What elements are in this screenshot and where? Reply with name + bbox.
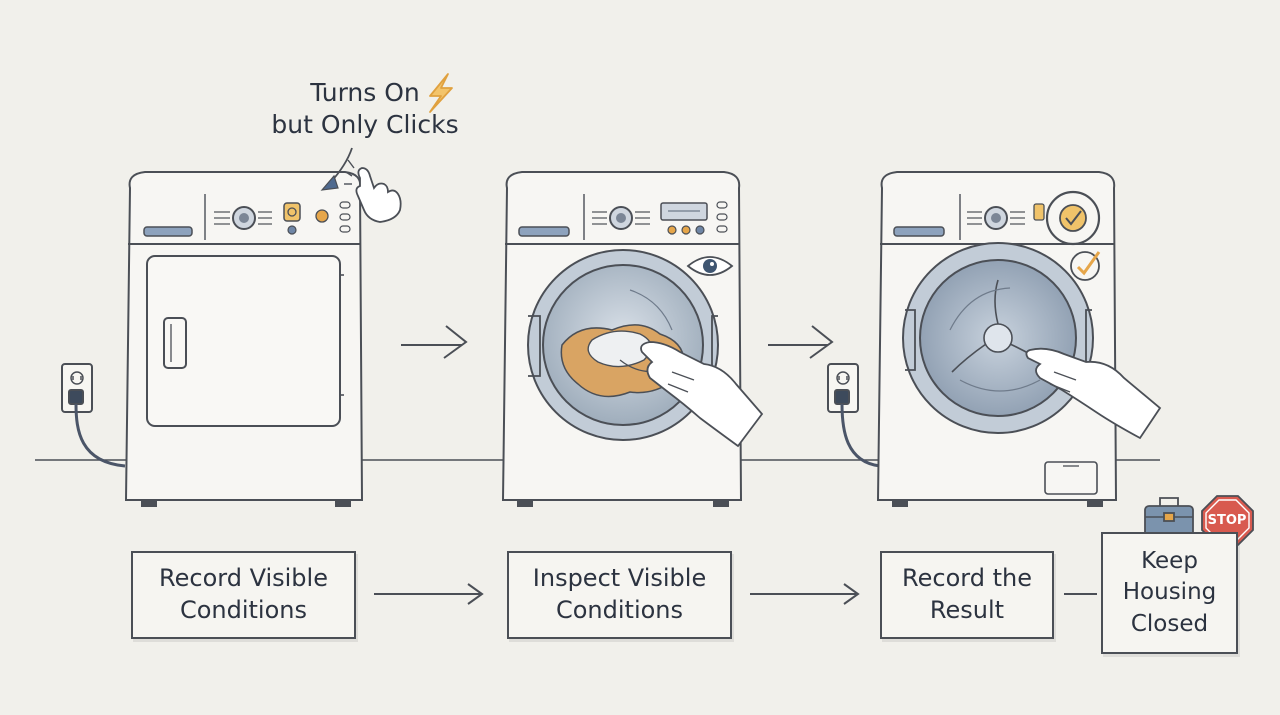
check-icon [1045, 190, 1101, 246]
step-3-line-1: Record the [902, 564, 1032, 593]
arrow-1-2 [401, 325, 468, 359]
lightning-icon [429, 73, 453, 113]
wall-outlet-icon-2 [827, 363, 881, 468]
machine-2 [501, 171, 743, 507]
step-box-inspect-visible-conditions: Inspect Visible Conditions [507, 551, 732, 639]
hand-press-icon [344, 159, 402, 223]
machine-1 [61, 171, 364, 507]
annotation-line-2: but Only Clicks [271, 110, 459, 139]
step-1-line-2: Conditions [179, 596, 307, 624]
bottom-arrow-1-2 [374, 583, 484, 605]
hand-check-icon [1025, 347, 1162, 440]
step-box-record-the-result: Record the Result [880, 551, 1054, 639]
annotation-label: Turns On but Only Clicks [255, 78, 475, 140]
step-4-line-2: Housing [1122, 579, 1217, 606]
step-box-keep-housing-closed: Keep Housing Closed [1101, 532, 1238, 654]
toolbox-icon [1144, 497, 1194, 537]
hand-inspect-icon [640, 341, 764, 448]
step-4-line-3: Closed [1130, 610, 1209, 637]
step-2-line-2: Conditions [555, 596, 684, 624]
bottom-arrow-2-3 [750, 583, 860, 605]
step-box-record-visible-conditions: Record Visible Conditions [131, 551, 356, 639]
step-4-line-1: Keep [1141, 548, 1198, 575]
step-2-line-1: Inspect Visible [532, 564, 707, 593]
wall-outlet-icon [61, 363, 126, 468]
arrow-2-3 [768, 325, 834, 359]
annotation-line-1: Turns On [310, 78, 420, 107]
machine-3 [827, 171, 1118, 507]
stop-sign-label: STOP [1207, 512, 1247, 528]
eye-icon [686, 256, 734, 276]
check-mark-icon [1070, 251, 1101, 281]
step-1-line-1: Record Visible [159, 564, 328, 593]
step-3-line-2: Result [929, 596, 1005, 624]
